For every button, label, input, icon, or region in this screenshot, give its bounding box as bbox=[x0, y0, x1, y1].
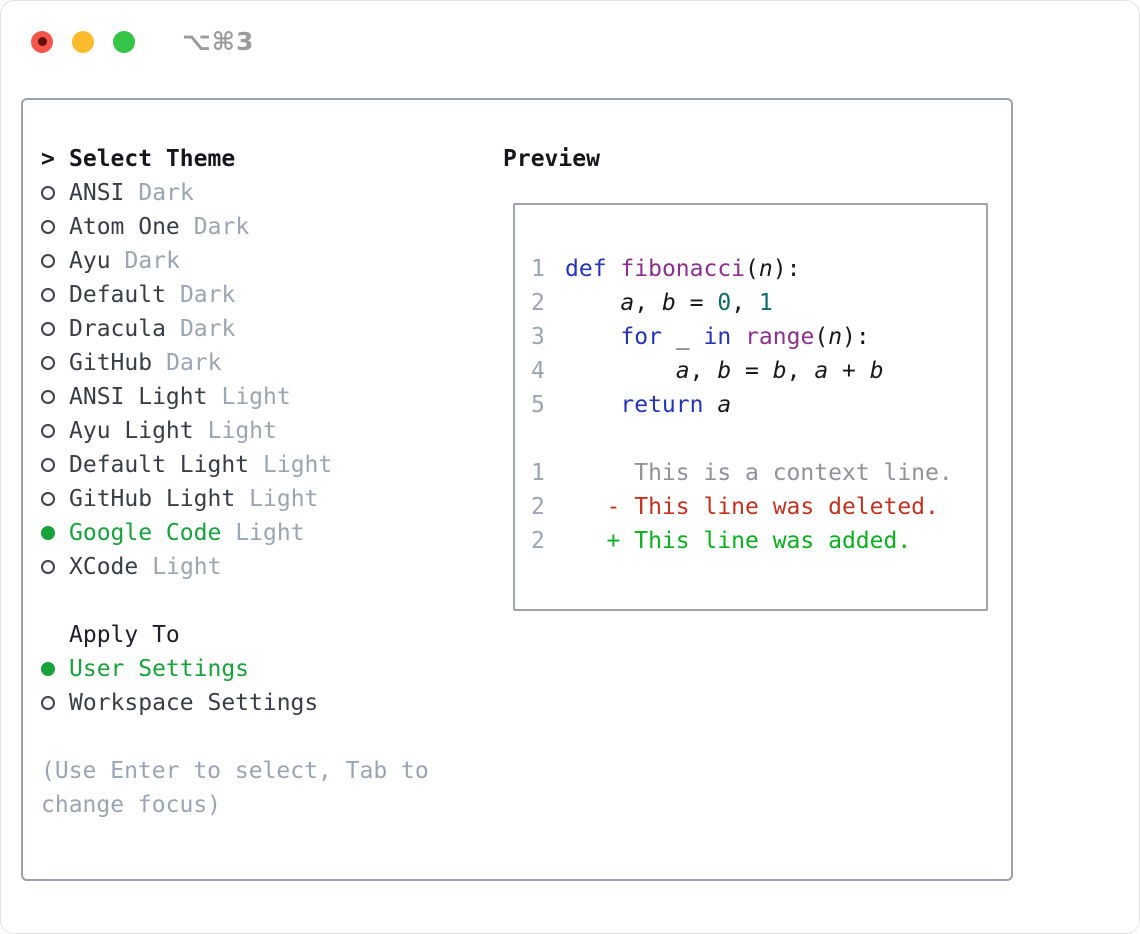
theme-item-variant: Light bbox=[263, 452, 333, 478]
help-text-line-1: (Use Enter to select, Tab to bbox=[41, 758, 429, 784]
line-number: 2 bbox=[531, 528, 545, 554]
code-text: a, b = 0, 1 bbox=[620, 290, 773, 316]
theme-item-name: ANSI Light bbox=[69, 384, 208, 410]
radio-icon bbox=[41, 254, 55, 268]
radio-selected-icon bbox=[41, 662, 55, 676]
radio-icon bbox=[41, 356, 55, 370]
theme-settings-panel: > Select Theme ANSI Dark Atom One Dark A… bbox=[21, 98, 1013, 881]
theme-item-atom-one-dark[interactable]: Atom One Dark bbox=[41, 210, 429, 244]
theme-list-header: > Select Theme bbox=[41, 142, 429, 176]
theme-item-name: Dracula bbox=[69, 316, 166, 342]
spacer bbox=[41, 720, 429, 754]
code-line: 1 def fibonacci(n): bbox=[531, 252, 986, 286]
diff-context-text: This is a context line. bbox=[565, 460, 953, 486]
theme-item-default-light[interactable]: Default Light Light bbox=[41, 448, 429, 482]
theme-item-variant: Dark bbox=[179, 316, 236, 342]
theme-list-title: Select Theme bbox=[69, 146, 236, 172]
theme-item-variant: Dark bbox=[138, 180, 194, 206]
spacer bbox=[531, 422, 986, 456]
theme-item-github-light[interactable]: GitHub Light Light bbox=[41, 482, 429, 516]
diff-line-added: 2 + This line was added. bbox=[531, 524, 986, 558]
theme-item-google-code[interactable]: Google Code Light bbox=[41, 516, 429, 550]
line-number: 4 bbox=[531, 358, 545, 384]
radio-icon bbox=[41, 696, 55, 710]
code-text: return a bbox=[620, 392, 732, 418]
theme-item-variant: Dark bbox=[166, 350, 222, 376]
help-text-line-2: change focus) bbox=[41, 792, 222, 818]
code-text: a, b = b, a + b bbox=[675, 358, 884, 384]
radio-icon bbox=[41, 424, 55, 438]
line-number: 2 bbox=[531, 494, 545, 520]
theme-item-ansi-dark[interactable]: ANSI Dark bbox=[41, 176, 429, 210]
theme-item-ansi-light[interactable]: ANSI Light Light bbox=[41, 380, 429, 414]
theme-item-variant: Dark bbox=[193, 214, 250, 240]
theme-item-name: Default Light bbox=[69, 452, 250, 478]
diff-line-deleted: 2 - This line was deleted. bbox=[531, 490, 986, 524]
radio-icon bbox=[41, 458, 55, 472]
theme-item-name: ANSI bbox=[69, 180, 125, 206]
zoom-button[interactable] bbox=[113, 30, 135, 53]
radio-icon bbox=[41, 560, 55, 574]
apply-to-title: Apply To bbox=[69, 622, 180, 648]
radio-icon bbox=[41, 492, 55, 506]
theme-item-ayu-dark[interactable]: Ayu Dark bbox=[41, 244, 429, 278]
theme-item-variant: Light bbox=[249, 486, 319, 512]
window-hotkey: ⌥⌘3 bbox=[182, 27, 255, 56]
apply-to-header: Apply To bbox=[41, 618, 429, 652]
line-number: 5 bbox=[531, 392, 545, 418]
theme-item-variant: Dark bbox=[179, 282, 236, 308]
theme-item-variant: Dark bbox=[124, 248, 180, 274]
theme-item-ayu-light[interactable]: Ayu Light Light bbox=[41, 414, 429, 448]
line-number: 1 bbox=[531, 460, 545, 486]
radio-selected-icon bbox=[41, 526, 55, 540]
preview-title: Preview bbox=[503, 146, 600, 172]
line-number: 1 bbox=[531, 256, 545, 282]
radio-icon bbox=[41, 220, 55, 234]
theme-item-name: Ayu bbox=[69, 248, 111, 274]
radio-icon bbox=[41, 390, 55, 404]
theme-item-xcode[interactable]: XCode Light bbox=[41, 550, 429, 584]
theme-item-variant: Light bbox=[152, 554, 222, 580]
radio-icon bbox=[41, 186, 55, 200]
theme-item-dracula-dark[interactable]: Dracula Dark bbox=[41, 312, 429, 346]
apply-option-label: Workspace Settings bbox=[69, 690, 319, 716]
theme-item-name: Default bbox=[69, 282, 166, 308]
titlebar: ⌥⌘3 bbox=[31, 27, 254, 56]
code-text: def fibonacci(n): bbox=[565, 256, 801, 282]
close-dot-icon bbox=[37, 37, 47, 46]
theme-item-variant: Light bbox=[235, 520, 305, 546]
theme-item-default-dark[interactable]: Default Dark bbox=[41, 278, 429, 312]
radio-icon bbox=[41, 288, 55, 302]
theme-item-variant: Light bbox=[207, 418, 277, 444]
line-number: 3 bbox=[531, 324, 545, 350]
theme-item-variant: Light bbox=[221, 384, 291, 410]
theme-item-name: Atom One bbox=[69, 214, 180, 240]
apply-option-workspace-settings[interactable]: Workspace Settings bbox=[41, 686, 429, 720]
code-line: 4 a, b = b, a + b bbox=[531, 354, 986, 388]
minimize-button[interactable] bbox=[72, 30, 94, 53]
theme-item-name: XCode bbox=[69, 554, 139, 580]
preview-box: 1 def fibonacci(n): 2 a, b = 0, 1 3 for … bbox=[513, 203, 988, 611]
code-text: for _ in range(n): bbox=[620, 324, 870, 350]
apply-option-label: User Settings bbox=[69, 656, 250, 682]
line-number: 2 bbox=[531, 290, 545, 316]
theme-item-name: Ayu Light bbox=[69, 418, 194, 444]
theme-item-name: GitHub Light bbox=[69, 486, 236, 512]
code-line: 2 a, b = 0, 1 bbox=[531, 286, 986, 320]
radio-icon bbox=[41, 322, 55, 336]
diff-added-text: + This line was added. bbox=[565, 528, 912, 554]
diff-deleted-text: - This line was deleted. bbox=[565, 494, 939, 520]
theme-list: > Select Theme ANSI Dark Atom One Dark A… bbox=[41, 142, 429, 822]
diff-line-context: 1 This is a context line. bbox=[531, 456, 986, 490]
prompt-icon: > bbox=[41, 146, 55, 172]
theme-item-name: Google Code bbox=[69, 520, 222, 546]
close-button[interactable] bbox=[31, 30, 53, 53]
theme-item-name: GitHub bbox=[69, 350, 153, 376]
code-line: 3 for _ in range(n): bbox=[531, 320, 986, 354]
spacer bbox=[41, 584, 429, 618]
apply-option-user-settings[interactable]: User Settings bbox=[41, 652, 429, 686]
code-line: 5 return a bbox=[531, 388, 986, 422]
theme-item-github-dark[interactable]: GitHub Dark bbox=[41, 346, 429, 380]
